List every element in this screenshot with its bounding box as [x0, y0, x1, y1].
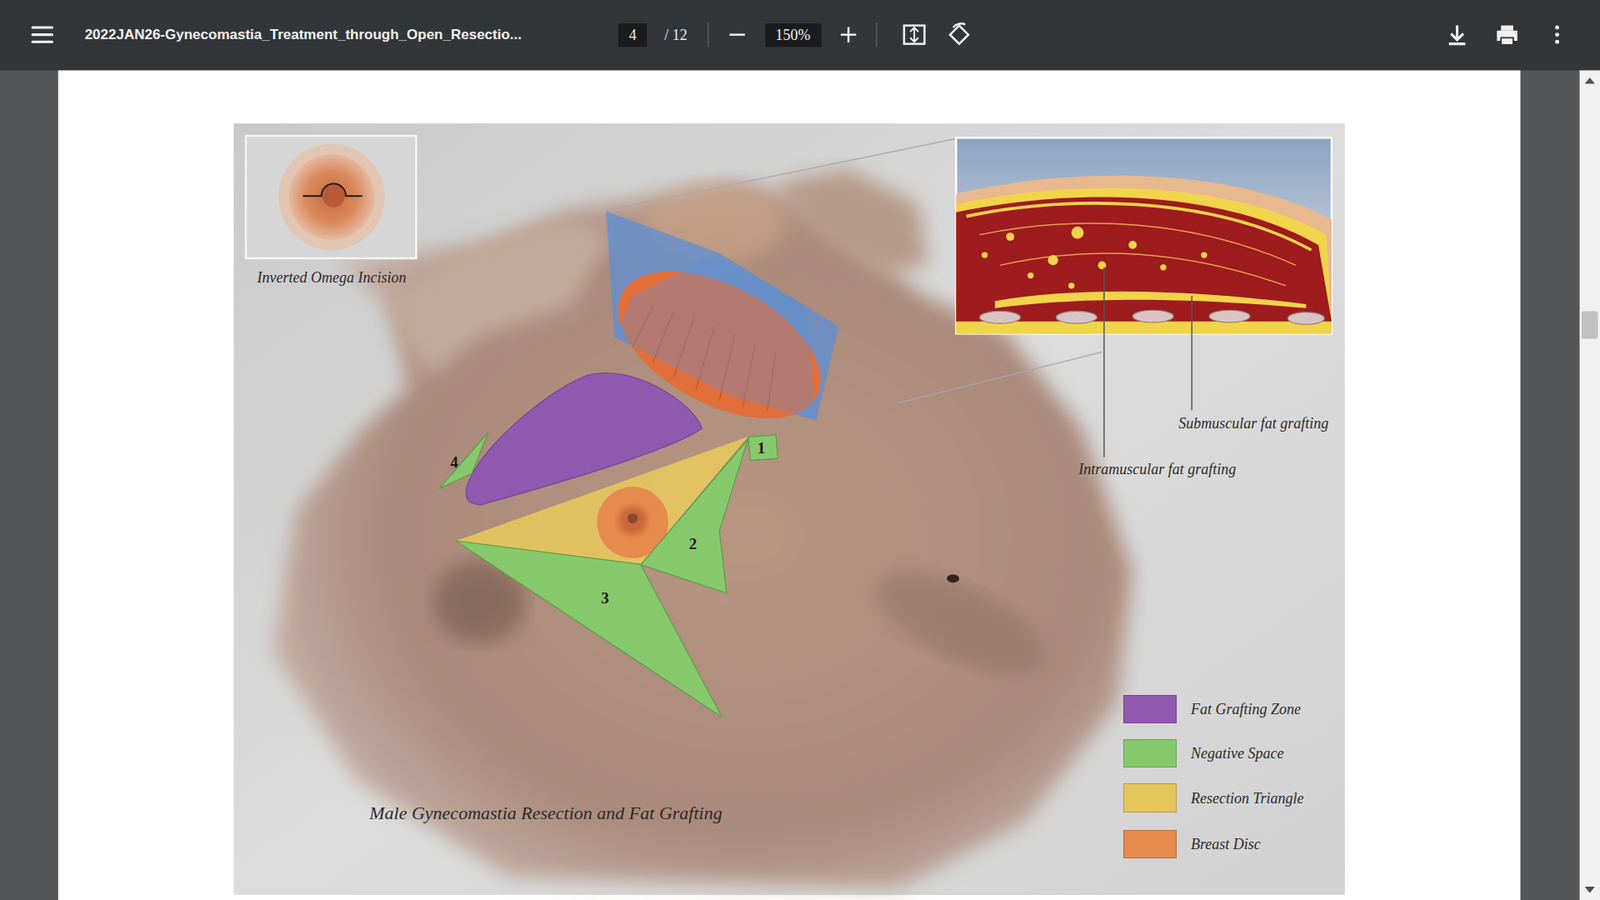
zone-polygon: 1 — [748, 435, 779, 461]
callout-label: Intramuscular fat grafting — [1078, 460, 1236, 479]
callout-number: 3 — [600, 589, 610, 608]
legend-swatch — [1123, 783, 1177, 812]
inset-caption: Inverted Omega Incision — [256, 269, 406, 287]
callout-number: 1 — [757, 439, 766, 458]
legend-swatch — [1123, 739, 1177, 768]
legend-text: Resection Triangle — [1190, 789, 1304, 807]
zone-polygon: 2 — [640, 439, 749, 594]
zone-polygon: 3 — [455, 540, 723, 718]
legend-swatch — [1123, 830, 1177, 859]
callout-number: 4 — [450, 453, 459, 472]
document-title: 2022JAN26-Gynecomastia_Treatment_through… — [85, 26, 522, 44]
nipple-image — [245, 135, 416, 259]
callout-number: 2 — [689, 535, 698, 554]
zoom-level: 150% — [775, 25, 810, 44]
page-count: / 12 — [664, 25, 688, 44]
legend-text: Fat Grafting Zone — [1190, 700, 1301, 719]
page-number: 4 — [629, 25, 637, 44]
zone-shape — [455, 540, 723, 718]
legend-text: Negative Space — [1190, 744, 1284, 762]
legend-text: Breast Disc — [1190, 835, 1261, 853]
zone-shape — [439, 432, 489, 489]
zone-shape — [640, 439, 749, 594]
callout-label: Submuscular fat grafting — [1178, 415, 1329, 433]
zone-polygon: 4 — [439, 432, 489, 489]
legend-swatch — [1123, 695, 1177, 724]
inset-image: Inverted Omega Incision — [245, 135, 416, 259]
figure-caption: Male Gynecomastia Resection and Fat Graf… — [369, 802, 722, 825]
